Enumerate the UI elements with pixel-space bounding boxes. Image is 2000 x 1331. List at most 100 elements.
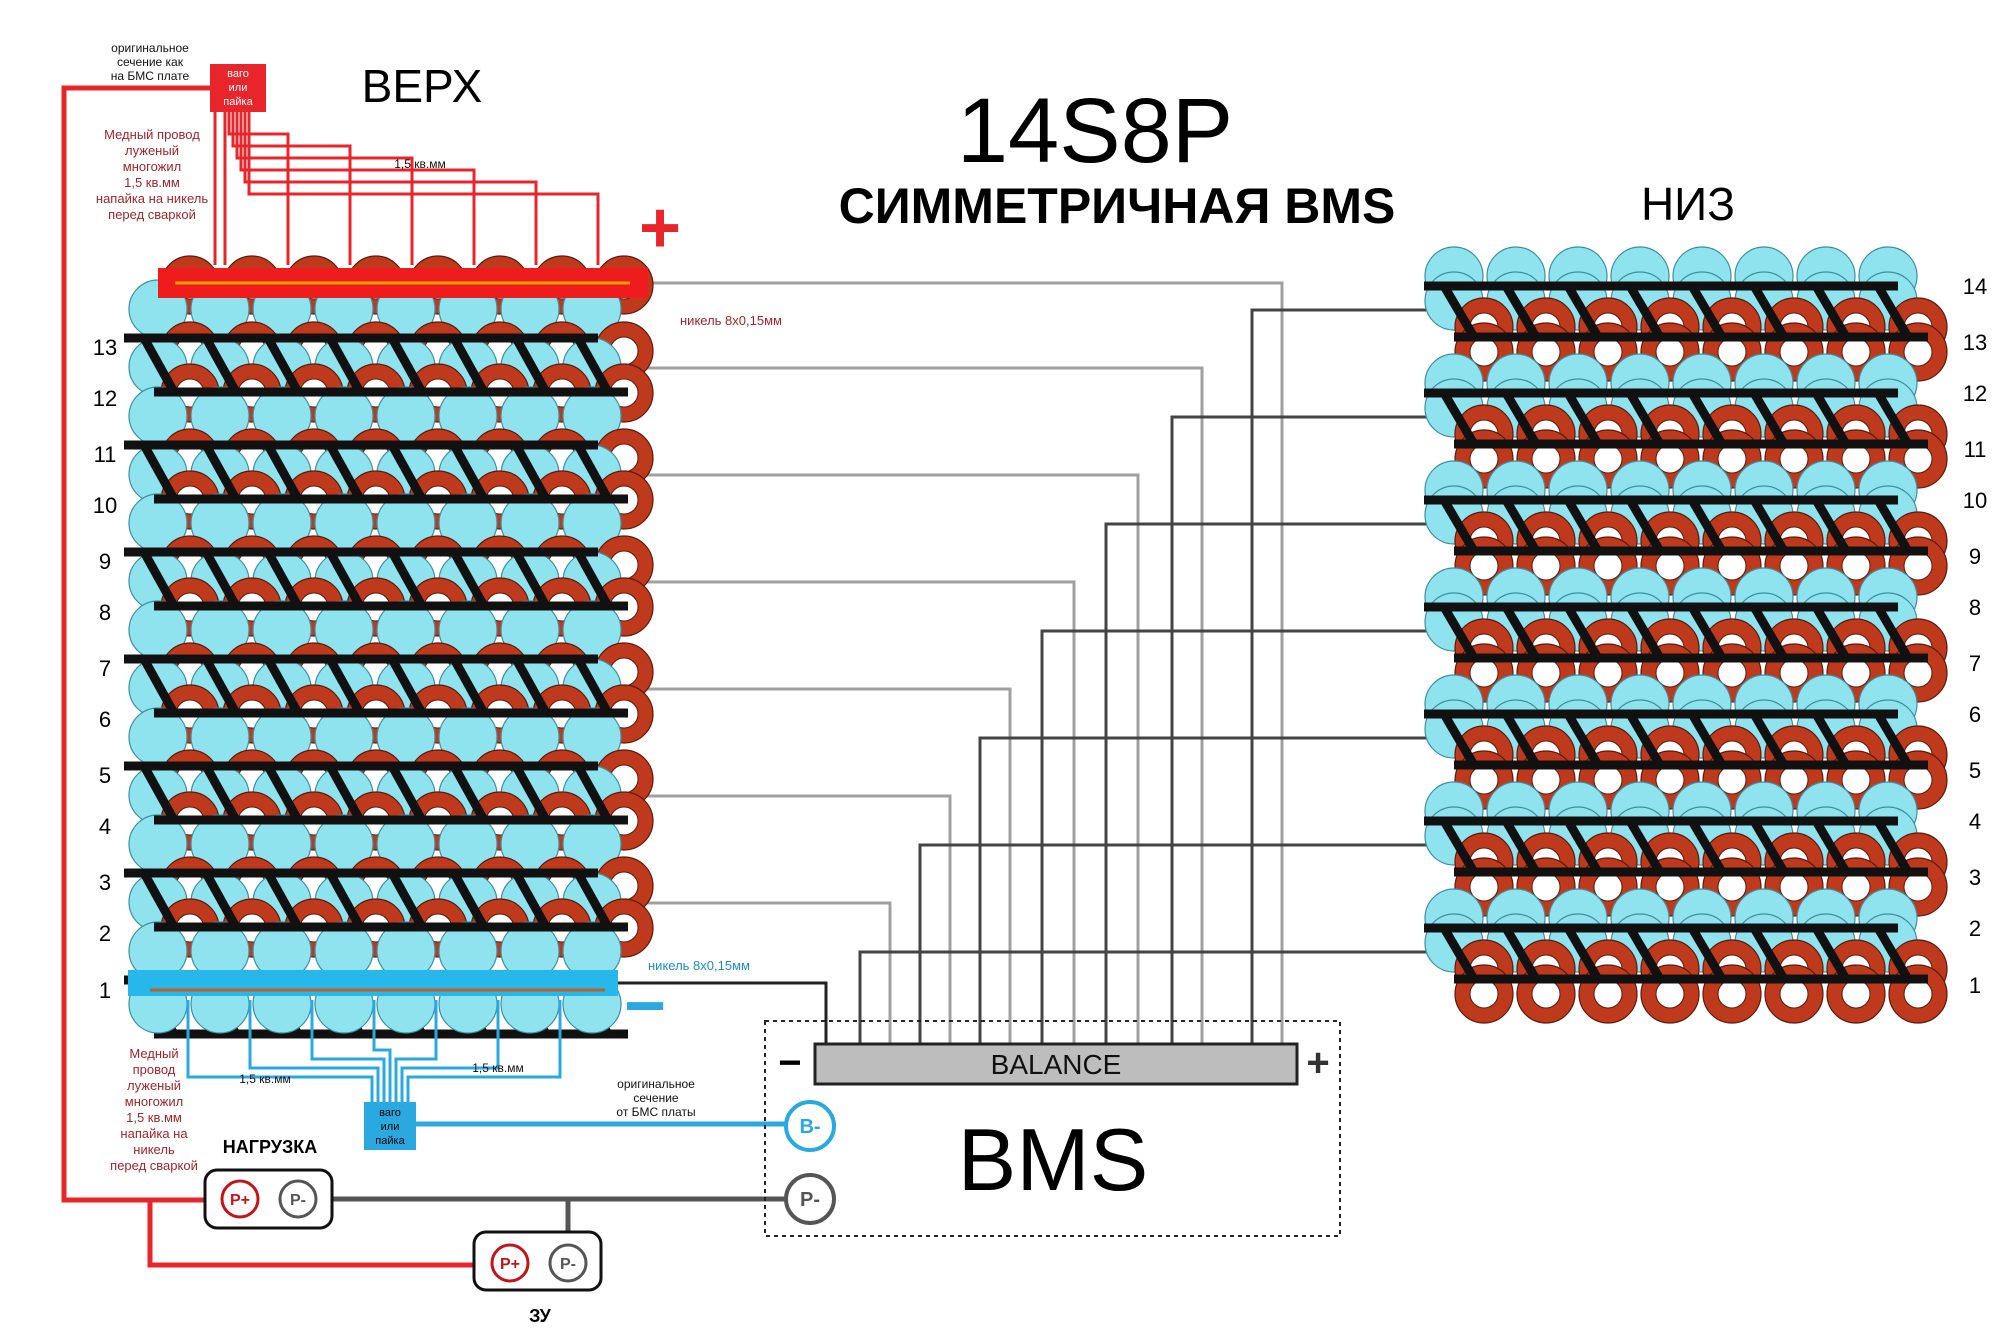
strap-diagonal — [1626, 497, 1664, 554]
row-number-right: 9 — [1969, 544, 1981, 569]
strap-diagonal — [202, 763, 240, 823]
negative-busbar-overlay — [128, 970, 618, 996]
series-strap — [1424, 923, 1928, 984]
balance-wire — [978, 736, 1430, 1044]
strap-diagonal — [1502, 925, 1540, 982]
balance-connector — [813, 1042, 1299, 1086]
balance-wire — [630, 687, 1012, 1044]
cell-positive-end — [1702, 964, 1762, 1024]
strap-diagonal — [388, 335, 426, 395]
strap-diagonal — [140, 763, 178, 823]
strap-diagonal — [1440, 818, 1478, 875]
pack-minus-sign: − — [624, 966, 666, 1046]
svg-text:ваго: ваго — [379, 1107, 401, 1119]
bottom-wire-left-label: 1,5 кв.мм — [239, 1072, 290, 1086]
row-number-left: 9 — [99, 549, 111, 574]
balance-wire — [630, 901, 892, 1044]
strap-diagonal — [202, 335, 240, 395]
svg-text:P+: P+ — [230, 1192, 250, 1209]
strap-diagonal — [1750, 604, 1788, 661]
strap-diagonal — [1564, 818, 1602, 875]
strap-diagonal — [1874, 925, 1912, 982]
row-number-left: 7 — [99, 656, 111, 681]
svg-text:1,5 кв.мм: 1,5 кв.мм — [126, 1110, 182, 1125]
svg-text:P-: P- — [800, 1189, 820, 1211]
balance-wire — [630, 473, 1140, 1044]
wire-blue — [400, 1000, 500, 1102]
balance-wire — [630, 366, 1204, 1044]
strap-diagonal — [140, 335, 178, 395]
cell-positive-end — [1516, 964, 1576, 1024]
strap-diagonal — [264, 335, 302, 395]
strap-diagonal — [202, 442, 240, 502]
balance-wire — [858, 950, 1430, 1044]
row-number-left: 3 — [99, 870, 111, 895]
strap-diagonal — [1626, 711, 1664, 768]
strap-diagonal — [1874, 283, 1912, 340]
strap-diagonal — [1502, 604, 1540, 661]
strap-diagonal — [1812, 604, 1850, 661]
pack-top-view — [61, 85, 828, 1268]
strap-diagonal — [388, 549, 426, 609]
svg-text:или: или — [229, 82, 248, 94]
svg-text:оригинальное: оригинальное — [111, 41, 189, 55]
balance-label: BALANCE — [991, 1049, 1122, 1080]
strap-diagonal — [450, 656, 488, 716]
svg-text:P+: P+ — [500, 1256, 520, 1273]
strap-diagonal — [512, 763, 550, 823]
cell-positive-end — [1888, 964, 1948, 1024]
wire-red — [235, 112, 414, 265]
series-strap — [1424, 281, 1928, 342]
svg-text:луженый: луженый — [127, 1078, 181, 1093]
wire-blue — [186, 1000, 374, 1102]
strap-diagonal — [1502, 497, 1540, 554]
svg-text:многожил: многожил — [125, 1094, 183, 1109]
strap-diagonal — [202, 870, 240, 930]
svg-text:P-: P- — [560, 1256, 576, 1273]
series-strap — [1424, 816, 1928, 877]
strap-diagonal — [1874, 604, 1912, 661]
strap-diagonal — [1874, 497, 1912, 554]
svg-text:пайка: пайка — [375, 1135, 405, 1147]
series-strap — [1424, 709, 1928, 770]
charger-label: ЗУ — [529, 1306, 552, 1326]
strap-diagonal — [1874, 818, 1912, 875]
strap-diagonal — [388, 763, 426, 823]
series-strap — [124, 868, 628, 932]
strap-diagonal — [140, 656, 178, 716]
series-strap — [124, 547, 628, 611]
row-number-right: 5 — [1969, 758, 1981, 783]
row-number-right: 7 — [1969, 651, 1981, 676]
svg-text:Медный провод: Медный провод — [104, 127, 200, 142]
svg-text:напайка на: напайка на — [120, 1126, 188, 1141]
strap-diagonal — [140, 442, 178, 502]
strap-diagonal — [1564, 604, 1602, 661]
row-number-right: 11 — [1964, 437, 1987, 462]
row-number-left: 8 — [99, 600, 111, 625]
bottom-wago-block: ваго или пайка — [364, 1102, 416, 1150]
wire-blue — [372, 1000, 392, 1102]
svg-text:сечение: сечение — [633, 1091, 679, 1105]
strap-diagonal — [264, 763, 302, 823]
charger-positive-wire — [147, 1200, 492, 1268]
row-number-right: 6 — [1969, 702, 1981, 727]
bms-terminal-p-minus: P- — [784, 1173, 836, 1225]
strap-diagonal — [388, 870, 426, 930]
pack-plus-sign: + — [639, 188, 681, 268]
svg-text:провод: провод — [133, 1062, 176, 1077]
svg-text:Медный: Медный — [129, 1046, 178, 1061]
side-top-label: ВЕРХ — [362, 60, 483, 112]
strap-diagonal — [1750, 818, 1788, 875]
wire-blue — [310, 1000, 386, 1102]
series-strap — [124, 654, 628, 718]
wire-blue — [248, 1000, 380, 1102]
svg-text:B-: B- — [799, 1116, 820, 1138]
row-number-left: 10 — [93, 493, 117, 518]
bottom-orig-section-note: оригинальное сечение от БМС платы — [616, 1077, 695, 1119]
strap-diagonal — [1688, 604, 1726, 661]
bottom-copper-wire-note: Медный провод луженый многожил 1,5 кв.мм… — [110, 1046, 198, 1173]
strap-diagonal — [326, 656, 364, 716]
svg-text:или: или — [381, 1121, 400, 1133]
cell-positive-end — [1640, 964, 1700, 1024]
balance-wire — [1040, 629, 1430, 1044]
